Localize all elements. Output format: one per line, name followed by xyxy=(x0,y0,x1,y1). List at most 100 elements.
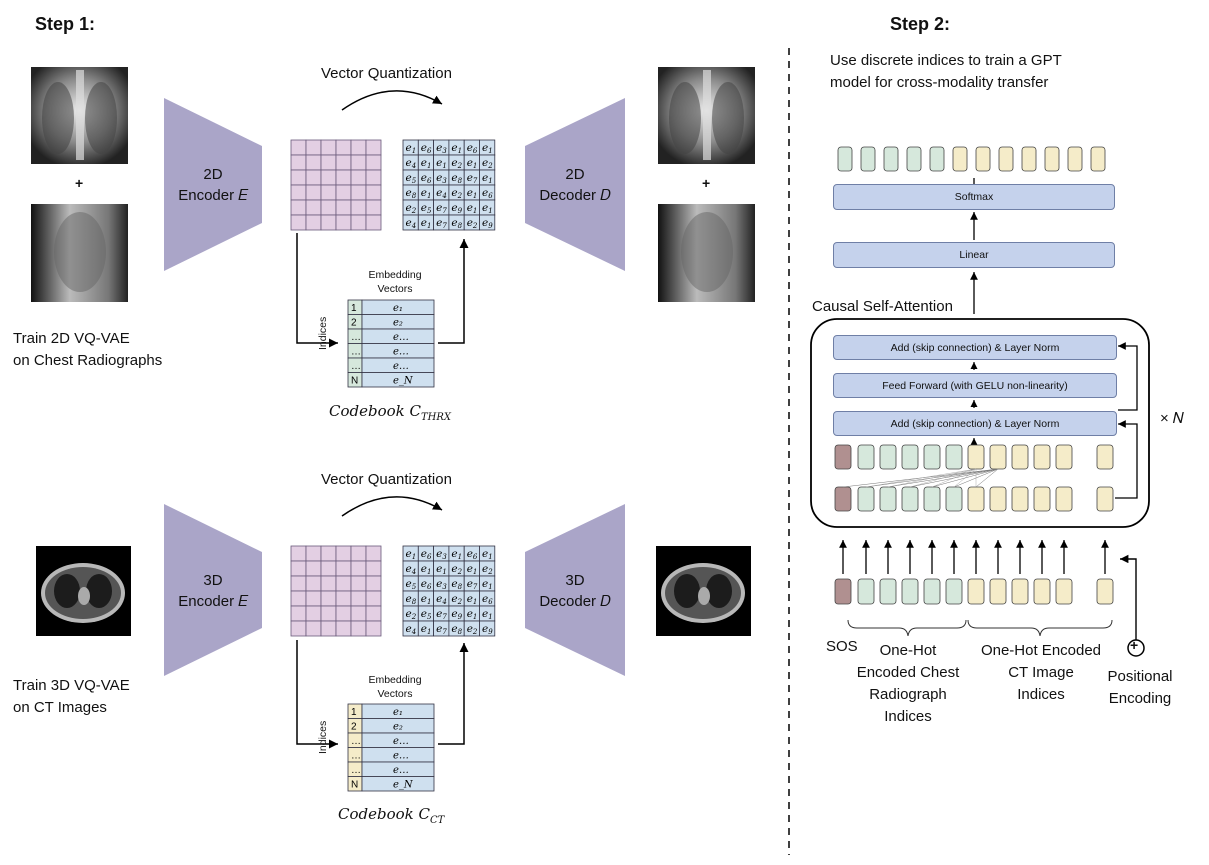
attention-input-token xyxy=(1096,486,1114,512)
codebook-index-text: … xyxy=(351,751,361,762)
latent-cell xyxy=(290,169,307,186)
attention-input-token xyxy=(967,486,985,512)
plus-sign-output: + xyxy=(702,175,711,191)
codebook-index-text: 1 xyxy=(351,707,357,718)
latent-cell xyxy=(305,139,322,156)
quantized-cell-text: e3 xyxy=(436,172,447,185)
latent-cell xyxy=(365,590,382,607)
latent-cell xyxy=(335,184,352,201)
attention-edge xyxy=(975,468,999,488)
quantized-cell-text: e2 xyxy=(451,563,462,576)
decoder-3d-line2: Decoder 𝐷 xyxy=(539,593,611,610)
latent-cell xyxy=(335,154,352,171)
latent-cell xyxy=(350,620,367,637)
feed-forward-layer: Feed Forward (with GELU non-linearity) xyxy=(833,373,1117,398)
add-norm-bottom: Add (skip connection) & Layer Norm xyxy=(833,411,1117,436)
positional-plus-symbol: + xyxy=(1130,637,1139,653)
plus-sign-input: + xyxy=(75,175,84,191)
quantized-cell-text: e1 xyxy=(482,142,493,155)
attention-input-tokens xyxy=(834,486,1114,512)
latent-cell xyxy=(350,214,367,231)
quantized-cell-text: e1 xyxy=(436,157,447,170)
quantized-cell-text: e8 xyxy=(451,578,462,591)
latent-cell xyxy=(290,575,307,592)
latent-cell xyxy=(350,184,367,201)
latent-cell xyxy=(320,545,337,562)
quantized-cell-text: e1 xyxy=(436,563,447,576)
latent-cell xyxy=(320,184,337,201)
quantized-cell-text: e6 xyxy=(482,187,493,200)
grid-to-codebook-arrow-3d xyxy=(296,640,338,749)
latent-cell xyxy=(290,560,307,577)
latent-cell xyxy=(335,169,352,186)
encoder-2d-line1: 2D xyxy=(203,166,223,183)
input-token xyxy=(945,578,963,605)
vq-label-3d: Vector Quantization xyxy=(321,471,452,488)
output-token xyxy=(860,146,876,172)
latent-cell xyxy=(290,605,307,622)
quantized-cell-text: e8 xyxy=(451,172,462,185)
latent-cell xyxy=(365,560,382,577)
softmax-layer: Softmax xyxy=(833,184,1115,210)
attention-output-token xyxy=(834,444,852,470)
latent-cell xyxy=(305,545,322,562)
quantized-cell-text: e5 xyxy=(406,172,417,185)
attention-input-token xyxy=(857,486,875,512)
encoder-3d-line2: Encoder 𝐸 xyxy=(178,593,248,610)
quantized-cell-text: e2 xyxy=(451,187,462,200)
attention-output-token xyxy=(901,444,919,470)
quantized-cell-text: e4 xyxy=(406,157,417,170)
latent-cell xyxy=(365,620,382,637)
quantized-cell-text: e9 xyxy=(482,623,493,636)
latent-cell xyxy=(350,545,367,562)
quantized-cell-text: e8 xyxy=(406,593,417,606)
quantized-cell-text: e2 xyxy=(451,157,462,170)
quantized-cell-text: e5 xyxy=(421,608,432,621)
encoder-2d-shape xyxy=(164,98,262,271)
codebook-index-text: 2 xyxy=(351,722,357,733)
transformer-block-frame xyxy=(810,318,1150,528)
quantized-cell-text: e7 xyxy=(436,608,447,621)
quantized-cell-text: e1 xyxy=(467,187,478,200)
quantized-cell-text: e2 xyxy=(451,593,462,606)
attention-input-token xyxy=(945,486,963,512)
codebook-vector-text: e… xyxy=(393,765,409,776)
latent-cell xyxy=(335,545,352,562)
latent-cell xyxy=(290,154,307,171)
latent-cell xyxy=(350,605,367,622)
codebook-index-text: 2 xyxy=(351,318,357,329)
brace-chest xyxy=(847,619,967,637)
quantized-cell-text: e8 xyxy=(451,623,462,636)
quantized-cell-text: e8 xyxy=(451,217,462,230)
decoder-3d-shape xyxy=(525,504,625,676)
codebook-vector-text: e_N xyxy=(393,780,414,791)
latent-cell xyxy=(305,560,322,577)
quantized-cell-text: e4 xyxy=(436,593,447,606)
quantized-cell-text: e6 xyxy=(467,548,478,561)
quantized-cell-text: e6 xyxy=(421,172,432,185)
quantized-cell-text: e5 xyxy=(406,578,417,591)
quantized-cell-text: e1 xyxy=(421,187,432,200)
attention-output-token xyxy=(1033,444,1051,470)
latent-cell xyxy=(350,560,367,577)
quantized-cell-text: e3 xyxy=(436,578,447,591)
quantized-cell-text: e1 xyxy=(467,608,478,621)
quantized-cell-text: e6 xyxy=(421,548,432,561)
latent-cell xyxy=(335,605,352,622)
output-token xyxy=(975,146,991,172)
output-token xyxy=(906,146,922,172)
codebook-vector-text: e… xyxy=(393,332,409,343)
codebook-index-text: N xyxy=(351,780,358,791)
quantized-cell-text: e1 xyxy=(482,548,493,561)
attention-input-token xyxy=(834,486,852,512)
latent-cell xyxy=(320,139,337,156)
